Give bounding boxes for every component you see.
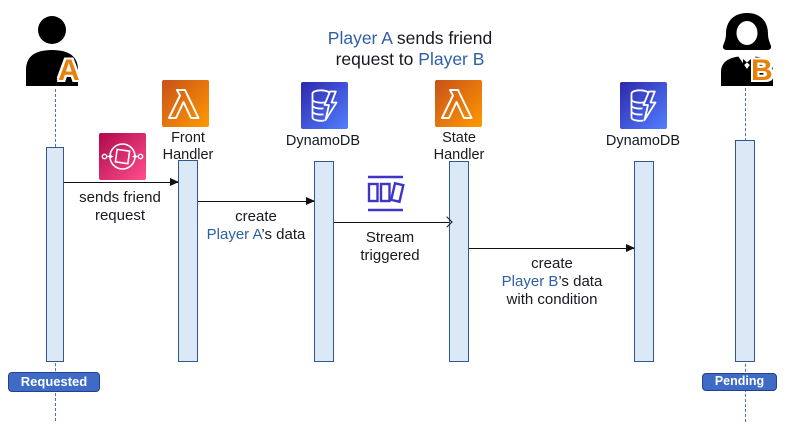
state-handler-label: State Handler [433,130,485,163]
status-badge-pending: Pending [702,373,777,391]
arrowhead-icon [306,196,315,205]
lambda-icon [435,80,482,127]
message-label-create-b: create Player B’s data with condition [501,255,603,308]
message-label-stream: Stream triggered [360,229,420,264]
title-line-2: request to Player B [335,48,485,69]
player-a-letter: A [58,54,80,87]
dynamodb-label-1: DynamoDB [285,133,361,149]
dynamodb-label-2: DynamoDB [605,133,681,149]
message-arrow-stream [334,216,453,228]
arrowhead-icon [170,177,179,186]
activation-bar-state-handler [449,161,469,362]
player-b-letter: B [751,54,773,87]
dynamodb-icon [620,82,667,129]
message-arrow-send-request [64,177,179,186]
lambda-icon [162,80,209,127]
dynamodb-icon [301,82,348,129]
message-arrow-create-a [198,196,315,205]
person-female-icon [721,13,773,86]
status-badge-requested: Requested [8,372,100,392]
person-icon [26,16,78,86]
api-gateway-icon [99,133,146,180]
page-title: Player A sends friend request to Player … [295,28,525,69]
activation-bar-front-handler [178,160,198,362]
activation-bar-dynamodb-2 [634,161,654,362]
arrowhead-icon [626,243,635,252]
dynamodb-stream-icon [367,175,405,212]
front-handler-label: Front Handler [162,130,214,163]
message-label-send-request: sends friend request [79,189,161,224]
message-arrow-create-b [469,243,635,252]
activation-bar-dynamodb-1 [314,161,334,362]
title-line-1: Player A sends friend [327,28,493,48]
activation-bar-player-b [735,140,755,362]
message-label-create-a: create Player A’s data [206,208,306,243]
activation-bar-player-a [46,147,64,362]
